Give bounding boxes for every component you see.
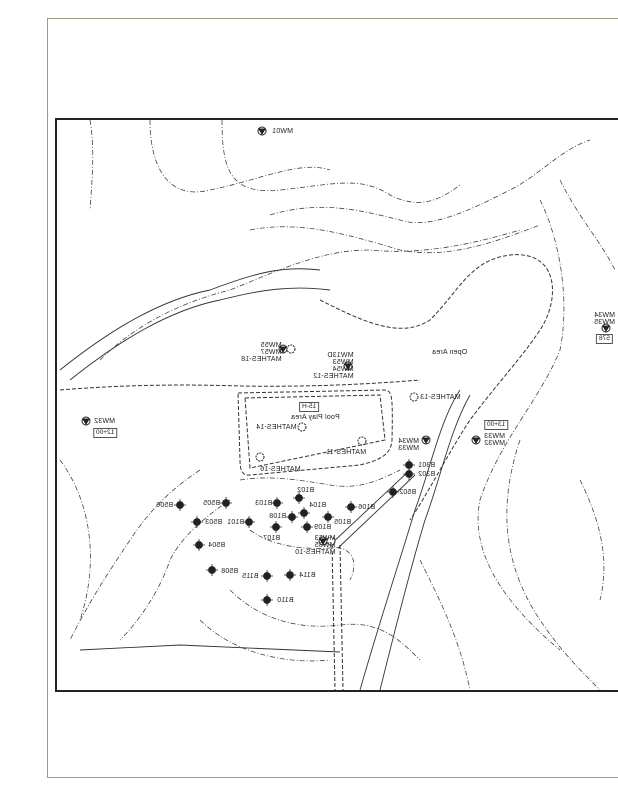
boring-marker [286, 511, 298, 523]
boring-label: B506 [156, 502, 174, 509]
well-label: MATHES-14 [256, 424, 297, 431]
boring-marker [403, 468, 415, 480]
boring-label: B302 [418, 471, 436, 478]
page-border [47, 18, 618, 778]
boring-label: B502 [399, 489, 417, 496]
boring-marker [243, 516, 255, 528]
monitoring-well-marker [297, 422, 307, 432]
building-box: 15-H [299, 402, 320, 412]
monitoring-well-marker [601, 323, 611, 333]
boring-label: B105 [334, 519, 352, 526]
boring-label: B106 [358, 504, 376, 511]
open-area-label: Open Area [432, 349, 468, 356]
boring-label: B102 [297, 487, 315, 494]
boring-label: B107 [263, 535, 281, 542]
monitoring-well-marker [343, 361, 353, 371]
boring-marker [206, 564, 218, 576]
boring-label: B103 [255, 500, 273, 507]
boring-marker [345, 501, 357, 513]
monitoring-well-marker [471, 435, 481, 445]
boring-marker [298, 507, 310, 519]
boring-label: B301 [418, 462, 436, 469]
monitoring-well-marker [278, 344, 296, 354]
station-box: 12+00 [93, 428, 118, 438]
monitoring-well-marker [357, 436, 367, 446]
boring-marker [270, 521, 282, 533]
boring-label: B115 [242, 573, 259, 580]
boring-marker [220, 497, 232, 509]
well-label: MATHES-11 [326, 449, 367, 456]
well-label: MW13D MW53 MW54 MATHES-12 [313, 352, 354, 380]
monitoring-well-marker [81, 416, 91, 426]
station-box: 578 [596, 334, 613, 344]
boring-label: B505 [203, 500, 221, 507]
boring-marker [284, 569, 296, 581]
boring-marker [261, 570, 273, 582]
well-label: MW34 MW35 [594, 312, 616, 326]
boring-label: B109 [314, 524, 332, 531]
pool-area-label: Pool Play Area [291, 414, 340, 421]
monitoring-well-marker [318, 536, 336, 546]
well-label: MW34 MW33 [398, 438, 420, 452]
boring-marker [387, 486, 399, 498]
boring-label: B101 [227, 519, 245, 526]
station-box: 13+00 [484, 420, 509, 430]
boring-label: B504 [208, 542, 226, 549]
well-label: MW53 MW35 MATHES-10 [295, 535, 336, 556]
boring-label: B508 [221, 568, 239, 575]
well-label: MW01 [272, 128, 294, 135]
boring-marker [271, 497, 283, 509]
monitoring-well-marker [255, 452, 265, 462]
boring-label: B104 [309, 502, 327, 509]
contour-lines [59, 120, 616, 690]
monitoring-well-marker [409, 392, 419, 402]
boring-label: B110 [277, 597, 294, 604]
boring-marker [322, 511, 334, 523]
well-label: MW32 [94, 418, 116, 425]
site-map [55, 118, 618, 692]
boring-label: B503 [205, 519, 223, 526]
boring-marker [301, 521, 313, 533]
well-label: MW33 MW32 [484, 433, 506, 447]
boring-marker [174, 499, 186, 511]
well-label: MATHES-13 [420, 394, 461, 401]
monitoring-well-marker [421, 435, 431, 445]
boring-marker [191, 516, 203, 528]
boring-label: B108 [269, 513, 287, 520]
boring-marker [293, 492, 305, 504]
well-markers [81, 126, 611, 606]
monitoring-well-marker [257, 126, 267, 136]
boring-marker [261, 594, 273, 606]
boring-label: B114 [299, 572, 316, 579]
well-label: MW55 MW57 MATHES-18 [241, 342, 282, 363]
boring-marker [193, 539, 205, 551]
well-label: MATHES-16 [260, 466, 301, 473]
